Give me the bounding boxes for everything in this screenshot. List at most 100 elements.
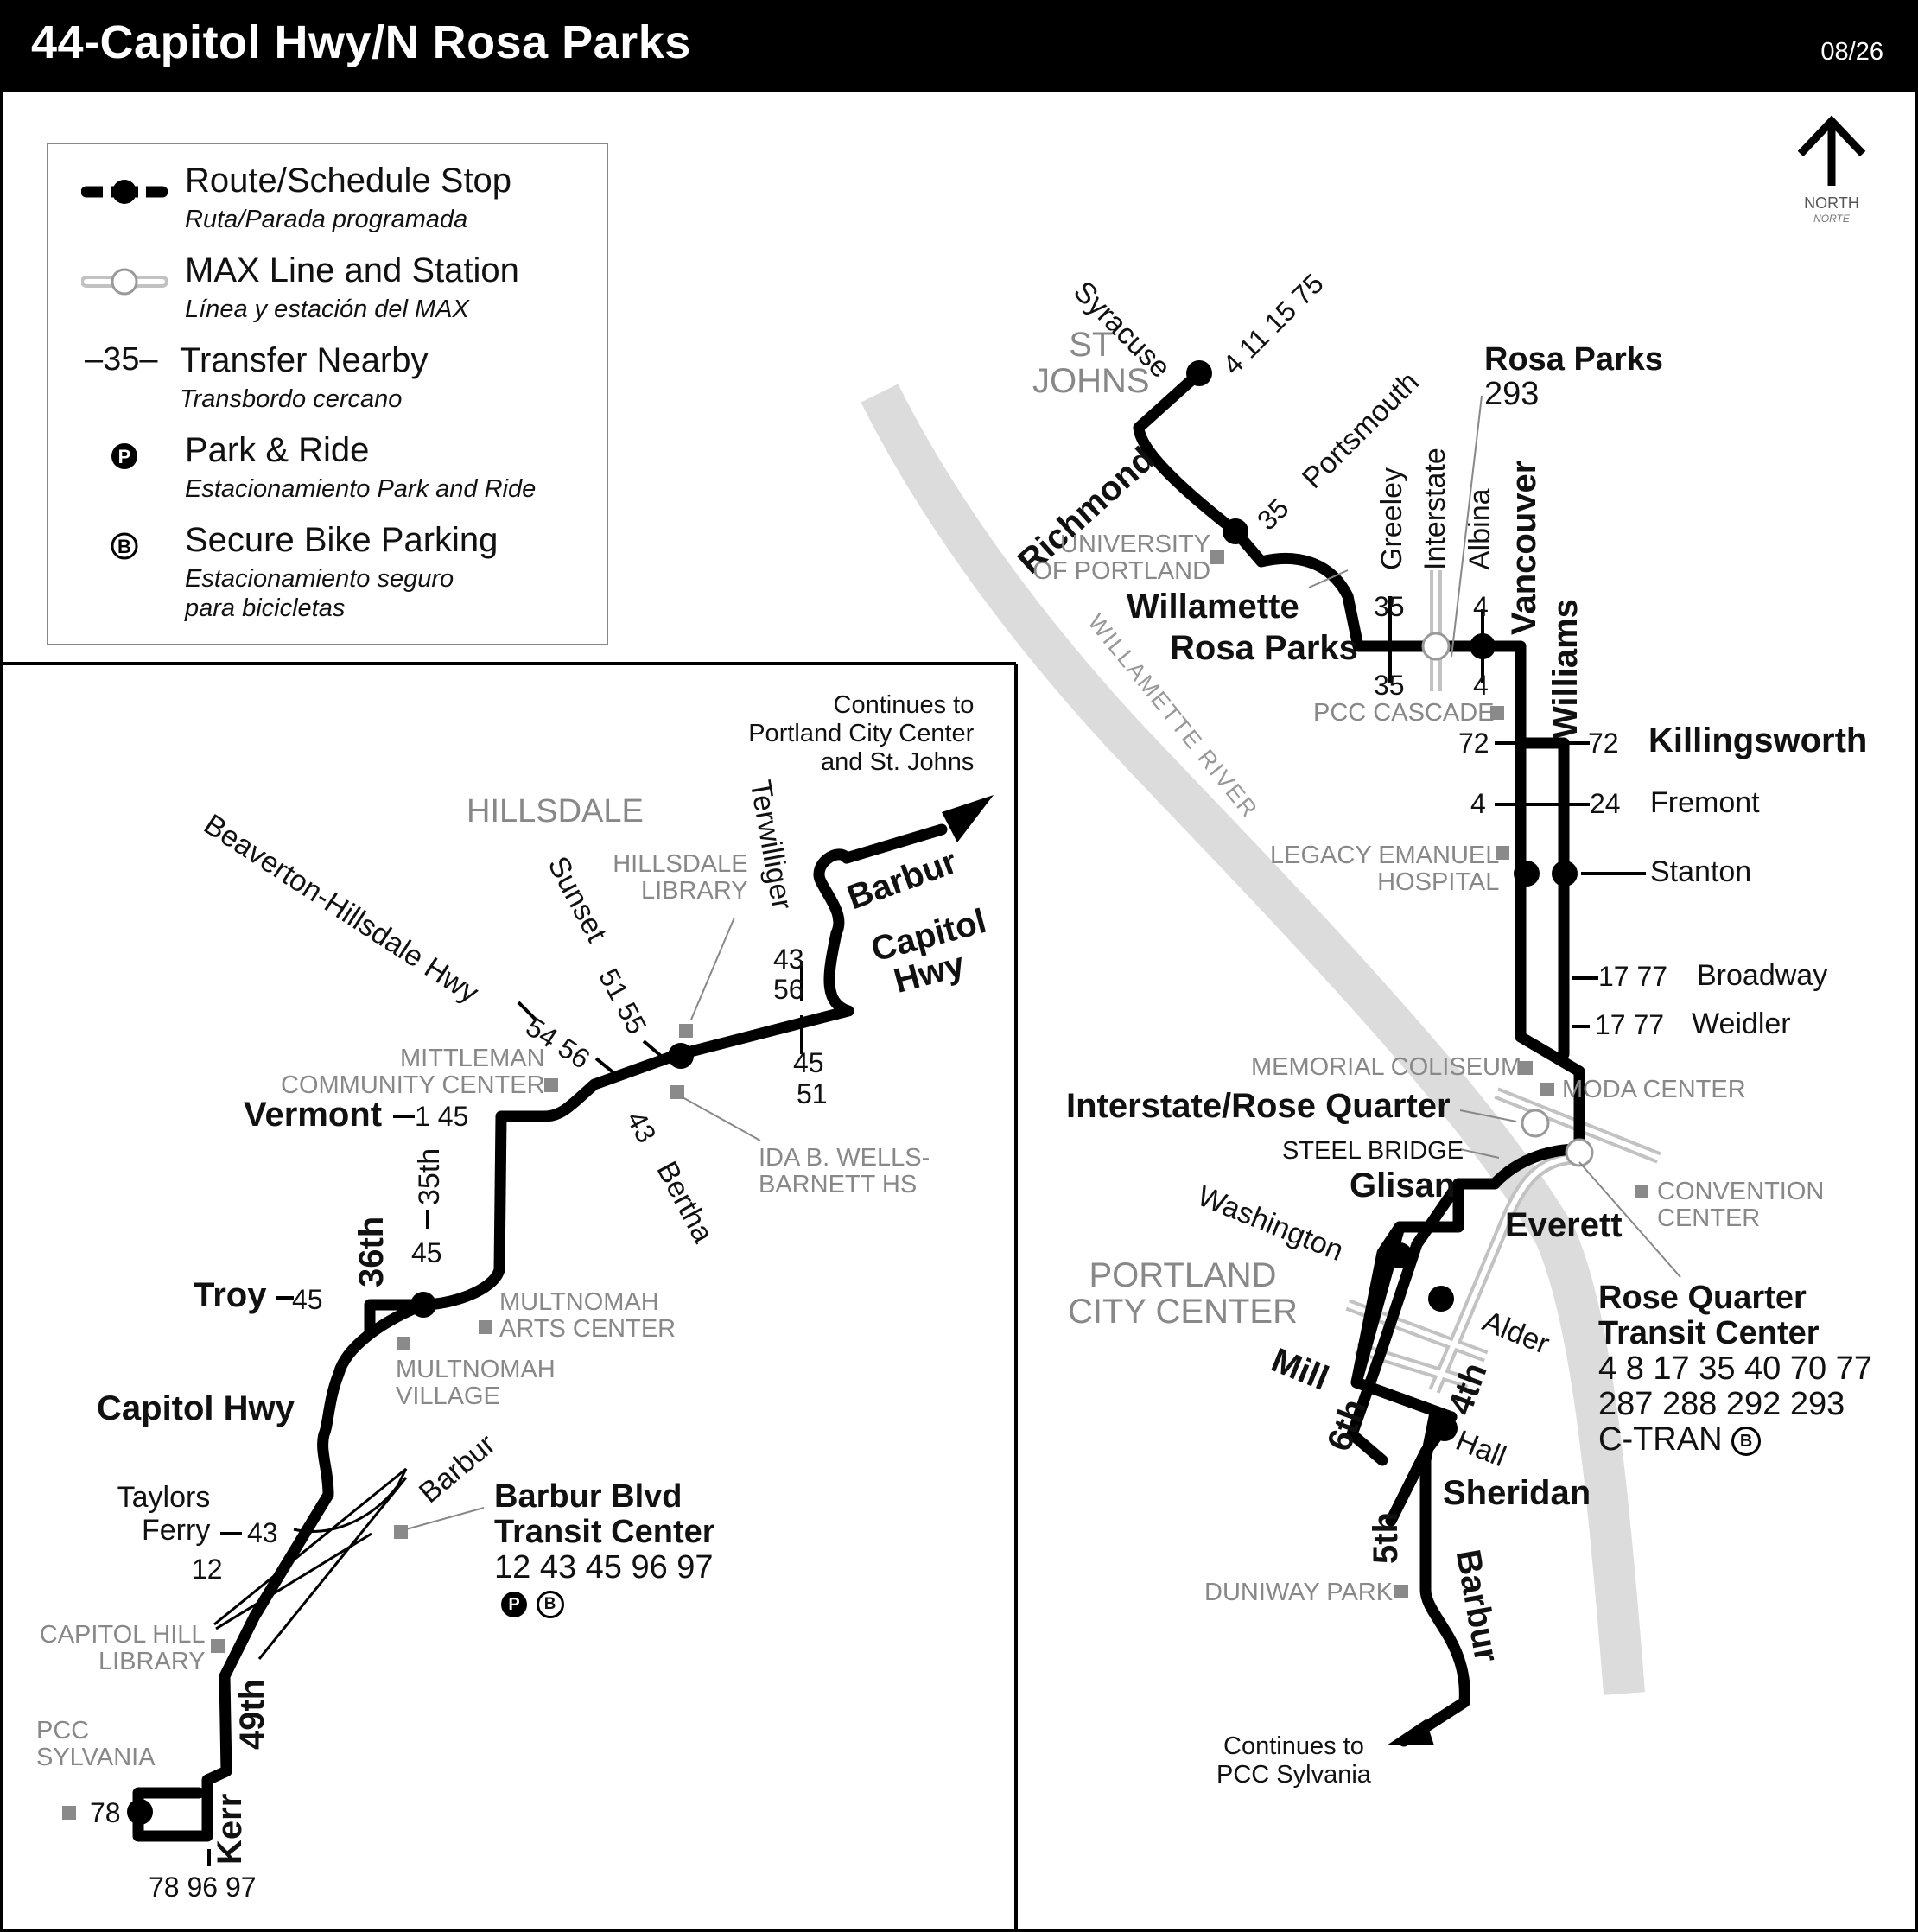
legend-route-stop-label-es: Ruta/Parada programada (185, 206, 468, 233)
landmark-convention-2: CENTER (1657, 1204, 1761, 1232)
btc-name-1: Barbur Blvd (494, 1478, 683, 1515)
landmark-mittleman: MITTLEMAN COMMUNITY CENTER (281, 1045, 545, 1099)
continues-north: Continues to Portland City Center and St… (731, 691, 974, 777)
street-taylors-1: Taylors (117, 1481, 211, 1514)
continues-south-2: PCC Sylvania (1216, 1761, 1371, 1789)
continues-north-3: and St. Johns (821, 748, 975, 776)
transfer-terw-b: 56 (773, 974, 804, 1005)
landmark-ps-2: SYLVANIA (36, 1744, 156, 1771)
transfer-albina-b: 4 (1473, 670, 1489, 701)
continues-north-2: Portland City Center (748, 720, 975, 747)
legend-bike-es-line1: Estacionamiento seguro (185, 565, 454, 593)
street-weidler: Weidler (1692, 1007, 1791, 1040)
stop-portsmouth (1223, 518, 1248, 544)
street-killingsworth: Killingsworth (1648, 721, 1868, 759)
transfer-vermont: 1 45 (415, 1101, 469, 1132)
bike-parking-icon: B (111, 532, 138, 560)
legend: Route/Schedule Stop Ruta/Parada programa… (47, 143, 608, 645)
landmark-legacy: LEGACY EMANUEL HOSPITAL (1270, 842, 1499, 896)
transfer-kill-l: 72 (1458, 728, 1489, 759)
continues-south: Continues to PCC Sylvania (1216, 1732, 1371, 1789)
max-rosa-parks-line: 293 (1484, 376, 1540, 412)
street-taylors-ferry: Taylors Ferry (112, 1481, 211, 1547)
barbur-transit-center: Barbur Blvd Transit Center 12 43 45 96 9… (494, 1479, 715, 1621)
district-hillsdale: HILLSDALE (467, 793, 644, 829)
legend-park-label-es: Estacionamiento Park and Ride (185, 475, 537, 503)
landmark-moda-center: MODA CENTER (1562, 1076, 1746, 1103)
landmark-mc-1: MITTLEMAN (400, 1045, 545, 1072)
max-rosa-parks: Rosa Parks 293 (1484, 342, 1663, 411)
route-line-south (132, 823, 948, 1842)
landmark-ida-b-wells: IDA B. WELLS- BARNETT HS (759, 1145, 930, 1198)
transfer-sylvania: 78 (90, 1797, 121, 1828)
street-albina: Albina (1464, 488, 1496, 570)
street-willamette: Willamette (1127, 588, 1299, 626)
station-rosa-parks (1421, 632, 1451, 661)
rqtc-lines-1: 4 8 17 35 40 70 77 (1598, 1350, 1872, 1387)
inset-border-right (1014, 664, 1018, 1932)
transfer-terw-c: 45 (793, 1047, 824, 1078)
rqtc-lines-3-row: C-TRAN B (1598, 1422, 1872, 1458)
transfer-troy: 45 (292, 1284, 323, 1315)
transfer-broadway: 17 77 (1598, 961, 1668, 992)
street-kerr: Kerr (211, 1793, 249, 1865)
bike-parking-icon: B (536, 1590, 564, 1618)
street-35th: 35th (413, 1147, 446, 1205)
district-city-center-2: CITY CENTER (1068, 1293, 1298, 1331)
landmark-hl-1: HILLSDALE (613, 850, 748, 878)
stop-stanton-w (1514, 861, 1540, 887)
stop-stanton-e (1552, 861, 1578, 887)
max-rosa-parks-name: Rosa Parks (1484, 341, 1664, 378)
street-vermont: Vermont (244, 1096, 383, 1134)
btc-icons: P B (494, 1586, 715, 1621)
bike-parking-icon: B (1731, 1426, 1762, 1456)
rqtc-name-1: Rose Quarter (1598, 1280, 1807, 1316)
arrow-south (1387, 1719, 1434, 1745)
stop-sylvania (127, 1799, 153, 1825)
street-stanton: Stanton (1650, 855, 1752, 888)
landmark-steel-bridge: STEEL BRIDGE (1282, 1137, 1464, 1165)
station-irq-label: Interstate/Rose Quarter (1066, 1087, 1451, 1125)
landmark-ib-2: BARNETT HS (759, 1171, 918, 1198)
transfer-fremont-l: 4 (1470, 788, 1486, 819)
stop-hall (1432, 1415, 1458, 1441)
landmark-up-2: OF PORTLAND (1032, 557, 1211, 585)
inset-border-top (0, 662, 1016, 665)
street-greeley: Greeley (1375, 467, 1408, 570)
continues-north-1: Continues to (833, 691, 975, 719)
header-bar: 44-Capitol Hwy/N Rosa Parks 08/26 (0, 0, 1918, 92)
landmark-mc-2: COMMUNITY CENTER (281, 1071, 545, 1099)
left-thin-lines (213, 1467, 408, 1660)
rqtc-lines-2: 287 288 292 293 (1598, 1386, 1845, 1422)
willamette-river (861, 384, 1645, 1695)
legend-max-label: MAX Line and Station (185, 251, 519, 289)
transfer-terw-d: 51 (797, 1078, 828, 1109)
district-city-center-1: PORTLAND (1089, 1256, 1277, 1294)
legend-bike-es-line2: para bicicletas (185, 594, 346, 622)
landmark-legacy-2: HOSPITAL (1377, 868, 1500, 896)
landmark-legacy-1: LEGACY EMANUEL (1270, 842, 1500, 869)
legend-max-label-es: Línea y estación del MAX (185, 296, 469, 323)
north-arrow: NORTH NORTE (1797, 112, 1866, 225)
street-taylors-2: Ferry (142, 1514, 211, 1547)
street-vancouver: Vancouver (1505, 460, 1543, 635)
right-transfer-ticks (1388, 596, 1646, 1028)
transfer-albina-a: 4 (1473, 591, 1489, 622)
stop-alder (1428, 1286, 1454, 1312)
stop-capitol-hwy-sunset (668, 1043, 694, 1069)
street-interstate: Interstate (1419, 448, 1451, 570)
landmark-mac-2: ARTS CENTER (499, 1315, 676, 1343)
landmark-memorial-coliseum: MEMORIAL COLISEUM (1251, 1053, 1522, 1081)
landmark-convention-1: CONVENTION (1657, 1178, 1825, 1205)
district-city-center: PORTLAND CITY CENTER (1068, 1257, 1298, 1330)
transfer-fremont-r: 24 (1590, 788, 1621, 819)
landmark-convention: CONVENTION CENTER (1657, 1179, 1824, 1232)
legend-bike-label-es: Estacionamiento seguro para bicicletas (185, 564, 454, 623)
station-rqtc (1565, 1138, 1594, 1167)
route-title: 44-Capitol Hwy/N Rosa Parks (31, 16, 691, 68)
street-troy: Troy (194, 1276, 267, 1314)
landmark-hl-2: LIBRARY (641, 877, 748, 905)
transfer-12: 12 (192, 1554, 223, 1585)
right-stops (1186, 360, 1578, 1441)
